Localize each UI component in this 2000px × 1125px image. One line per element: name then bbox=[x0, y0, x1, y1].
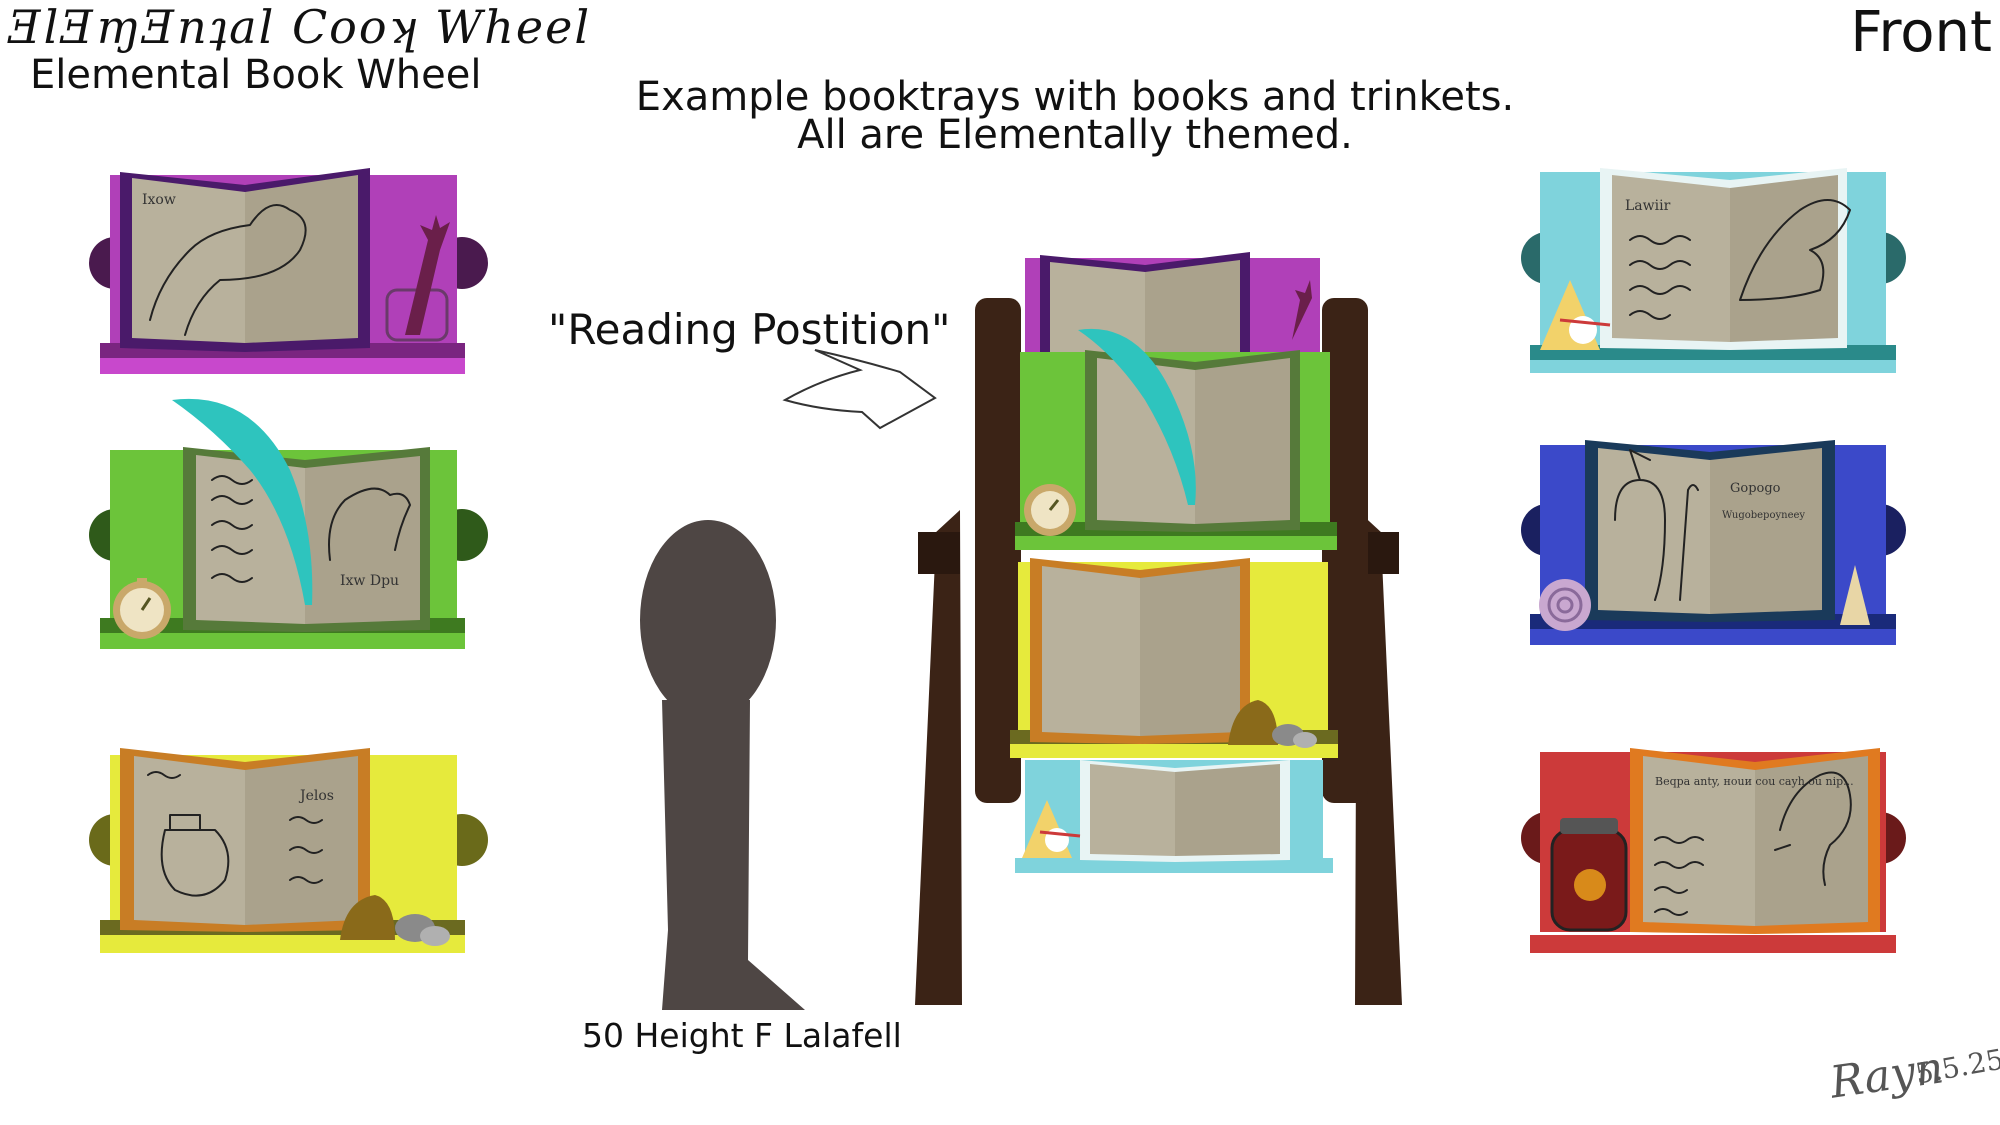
figure-label: 50 Height F Lalafell bbox=[582, 1016, 902, 1055]
pocket-watch-icon bbox=[113, 578, 171, 639]
open-book: Beqpa anty, ноuи cou cayh ou nip... bbox=[1630, 748, 1880, 934]
handwriting bbox=[1654, 836, 1704, 916]
boar-sketch bbox=[149, 204, 307, 336]
tent-charm-icon bbox=[1540, 280, 1611, 350]
page-text: Ixw Dpu bbox=[340, 573, 399, 589]
tray-cyan: Lawiir bbox=[1521, 168, 1906, 373]
open-book: Lawiir bbox=[1600, 168, 1851, 350]
dragon-sketch bbox=[1739, 199, 1851, 301]
gryphon-sketch bbox=[328, 487, 411, 561]
left-arm bbox=[975, 298, 1021, 803]
tray-green: Ixw Dpu bbox=[89, 398, 488, 649]
left-leg bbox=[915, 510, 962, 1005]
jar-icon bbox=[1550, 818, 1628, 932]
shell-icon bbox=[1539, 565, 1870, 631]
open-book: Jelos bbox=[120, 748, 370, 932]
open-book: Ixow bbox=[120, 168, 370, 352]
right-arm bbox=[1322, 298, 1368, 803]
lalafell-silhouette bbox=[640, 520, 805, 1010]
page-text: Jelos bbox=[298, 788, 334, 804]
rocks-icon bbox=[340, 895, 450, 946]
caption-line-2: All are Elementally themed. bbox=[797, 112, 1353, 158]
page-text: Ixow bbox=[142, 192, 176, 208]
page-title: Elemental Book Wheel bbox=[30, 52, 482, 98]
wolf-sketch bbox=[1774, 771, 1852, 886]
quill-icon bbox=[1078, 328, 1196, 505]
lightning-vial-icon bbox=[385, 215, 450, 342]
reading-arrow-icon bbox=[782, 349, 937, 430]
reading-position-label: "Reading Postition" bbox=[548, 305, 951, 354]
frog-wizard-sketch bbox=[1614, 449, 1699, 601]
caption-line-1: Example booktrays with books and trinket… bbox=[635, 74, 1515, 120]
handwriting bbox=[147, 771, 323, 884]
quill-icon bbox=[172, 398, 313, 605]
caption: Example booktrays with books and trinket… bbox=[550, 74, 1600, 158]
handwriting bbox=[211, 475, 253, 583]
handwriting bbox=[1629, 235, 1691, 320]
tray-yellow: Jelos bbox=[89, 748, 488, 953]
golem-sketch bbox=[160, 814, 230, 897]
script-title: ƎlƎɱƎnʇal Cooʞ Wheel bbox=[8, 0, 592, 54]
page-text-2: Wugobepoyneey bbox=[1722, 510, 1805, 521]
page-text: Lawiir bbox=[1625, 198, 1671, 214]
tray-blue: Gopogo Wugobepoyneey bbox=[1521, 440, 1906, 645]
page-text: Beqpa anty, ноuи cou cayh ou nip... bbox=[1655, 775, 1854, 788]
tray-purple: Ixow bbox=[89, 168, 488, 374]
book-wheel bbox=[915, 252, 1402, 1005]
view-label: Front bbox=[1850, 0, 1992, 65]
open-book: Gopogo Wugobepoyneey bbox=[1585, 440, 1835, 622]
page-text: Gopogo bbox=[1730, 481, 1781, 496]
tray-red: Beqpa anty, ноuи cou cayh ou nip... bbox=[1521, 748, 1906, 953]
